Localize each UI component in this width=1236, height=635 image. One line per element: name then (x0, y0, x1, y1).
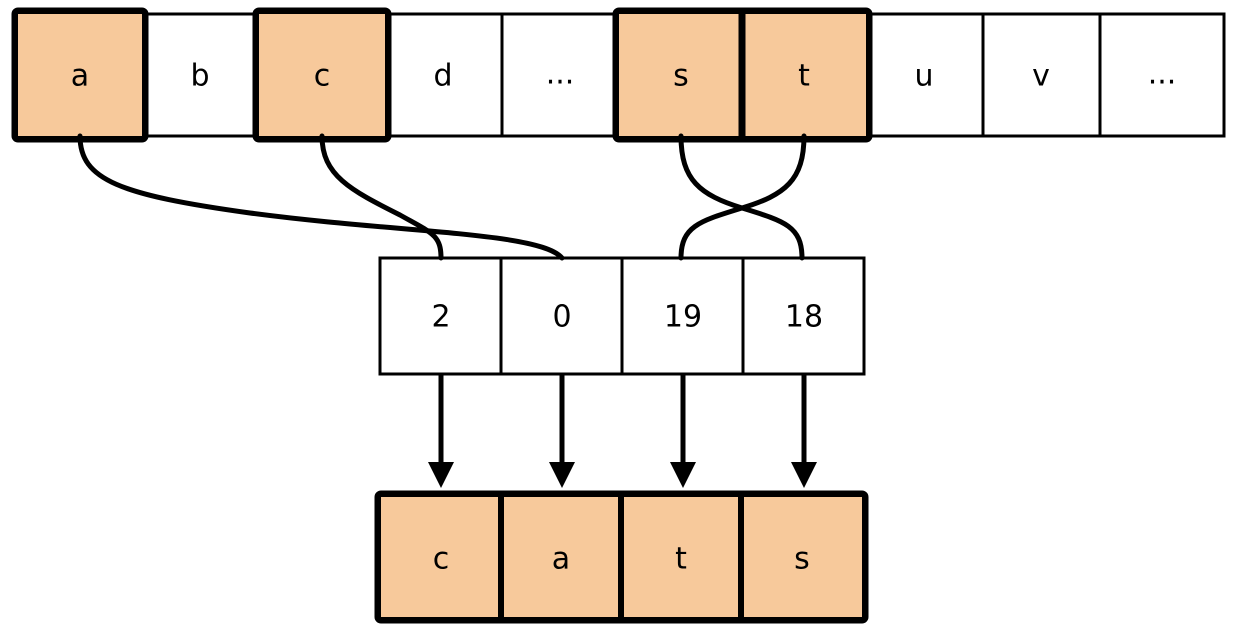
index-cell-1[interactable]: 0 (499, 256, 624, 376)
output-cell-2[interactable]: t (621, 497, 741, 617)
alphabet-cell-label: ... (546, 57, 575, 92)
index-cell-0[interactable]: 2 (378, 256, 503, 376)
alphabet-cell-label: v (1032, 59, 1050, 94)
alphabet-cell-label: a (71, 59, 89, 94)
output-cell-3[interactable]: s (741, 497, 862, 617)
alphabet-cell-t[interactable]: t (742, 14, 866, 136)
index-cell-3[interactable]: 18 (741, 256, 866, 376)
output-cell-label: a (552, 542, 570, 577)
alphabet-cell-d[interactable]: d (383, 12, 504, 138)
alphabet-cell-ellipsis-1[interactable]: ... (500, 12, 621, 138)
output-cell-label: s (794, 542, 810, 577)
alphabet-row: b d ... u v ... (11, 7, 1226, 143)
output-cell-label: t (675, 542, 687, 577)
index-cell-2[interactable]: 19 (620, 256, 745, 376)
alphabet-cell-label: b (190, 59, 209, 94)
connector-c-to-2 (319, 133, 444, 261)
arrow-group (428, 374, 817, 488)
connector-t-to-19 (678, 133, 807, 261)
arrow-index-3-to-output-3 (791, 374, 817, 488)
alphabet-cell-v[interactable]: v (981, 12, 1102, 138)
alphabet-cell-label: ... (1148, 57, 1177, 92)
output-cell-0[interactable]: c (381, 497, 501, 617)
alphabet-cell-label: c (314, 59, 331, 94)
alphabet-cell-label: u (914, 59, 933, 94)
connector-a-to-0 (77, 133, 565, 261)
output-cell-1[interactable]: a (501, 497, 621, 617)
index-cell-label: 19 (664, 300, 702, 335)
index-cell-label: 2 (431, 300, 450, 335)
alphabet-cell-label: d (433, 59, 452, 94)
output-cell-label: c (433, 542, 450, 577)
alphabet-cell-a-highlighted[interactable]: a (11, 7, 149, 143)
index-array-row: 2 0 19 18 (378, 256, 866, 376)
connector-group (77, 133, 807, 261)
alphabet-cell-b[interactable]: b (140, 12, 261, 138)
alphabet-cell-pair-s-t-highlighted: s t (612, 7, 873, 143)
output-word-row: c a t s (374, 490, 869, 624)
arrow-index-1-to-output-1 (549, 374, 575, 488)
connector-s-to-18 (678, 133, 805, 261)
arrow-index-0-to-output-0 (428, 374, 454, 488)
alphabet-cell-s[interactable]: s (619, 14, 742, 136)
alphabet-cell-c-highlighted[interactable]: c (252, 7, 392, 143)
arrow-index-2-to-output-2 (670, 374, 696, 488)
alphabet-cell-u[interactable]: u (864, 12, 985, 138)
alphabet-cell-label: t (798, 59, 810, 94)
alphabet-cell-ellipsis-2[interactable]: ... (1098, 12, 1226, 138)
index-cell-label: 0 (552, 300, 571, 335)
index-cell-label: 18 (785, 300, 823, 335)
alphabet-cell-label: s (673, 59, 689, 94)
